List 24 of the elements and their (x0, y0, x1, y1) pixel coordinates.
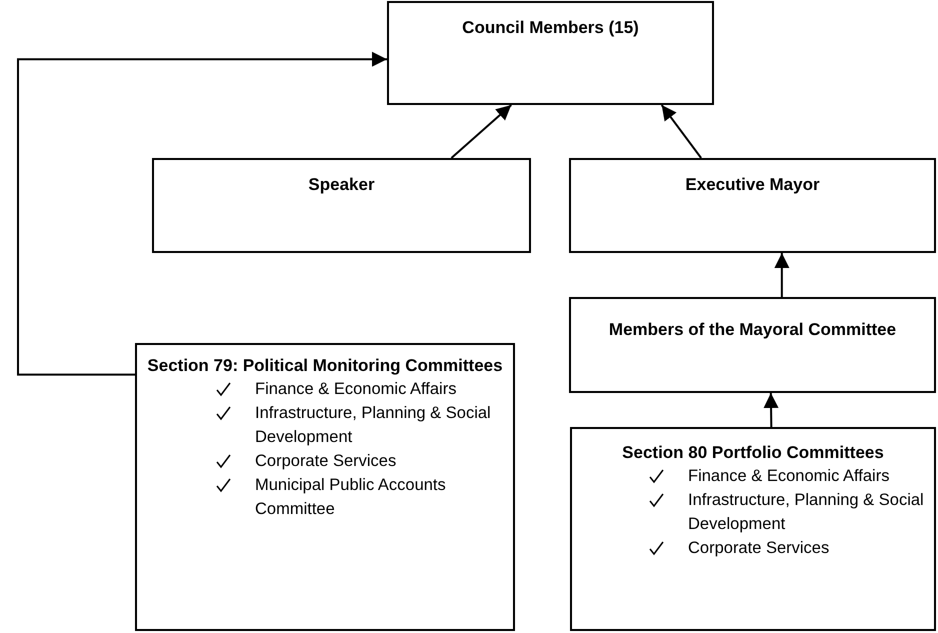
list-item: Finance & Economic Affairs (688, 466, 890, 487)
box-title: Speaker (307, 174, 376, 196)
list-item: Infrastructure, Planning & Social Development (688, 490, 925, 535)
arrow (660, 104, 702, 159)
org-box (569, 297, 936, 393)
list-item: Corporate Services (688, 538, 830, 559)
list-item: Infrastructure, Planning & Social Development (255, 403, 492, 448)
box-title: Section 80 Portfolio Committees (621, 442, 885, 464)
org-box (387, 1, 714, 105)
org-box (135, 343, 515, 631)
arrow (450, 104, 512, 159)
list-item: Finance & Economic Affairs (255, 379, 458, 400)
org-box (569, 158, 936, 253)
list-item: Corporate Services (255, 451, 398, 472)
box-title: Executive Mayor (684, 174, 821, 196)
list-item: Municipal Public Accounts Committee (255, 475, 447, 520)
org-box (570, 427, 936, 631)
arrow (764, 392, 779, 428)
box-title: Council Members (15) (461, 17, 640, 39)
arrow (17, 52, 387, 376)
arrow (774, 253, 790, 297)
org-box (152, 158, 531, 253)
box-title: Section 79: Political Monitoring Committees (146, 355, 504, 377)
box-title: Members of the Mayoral Committee (608, 319, 898, 341)
